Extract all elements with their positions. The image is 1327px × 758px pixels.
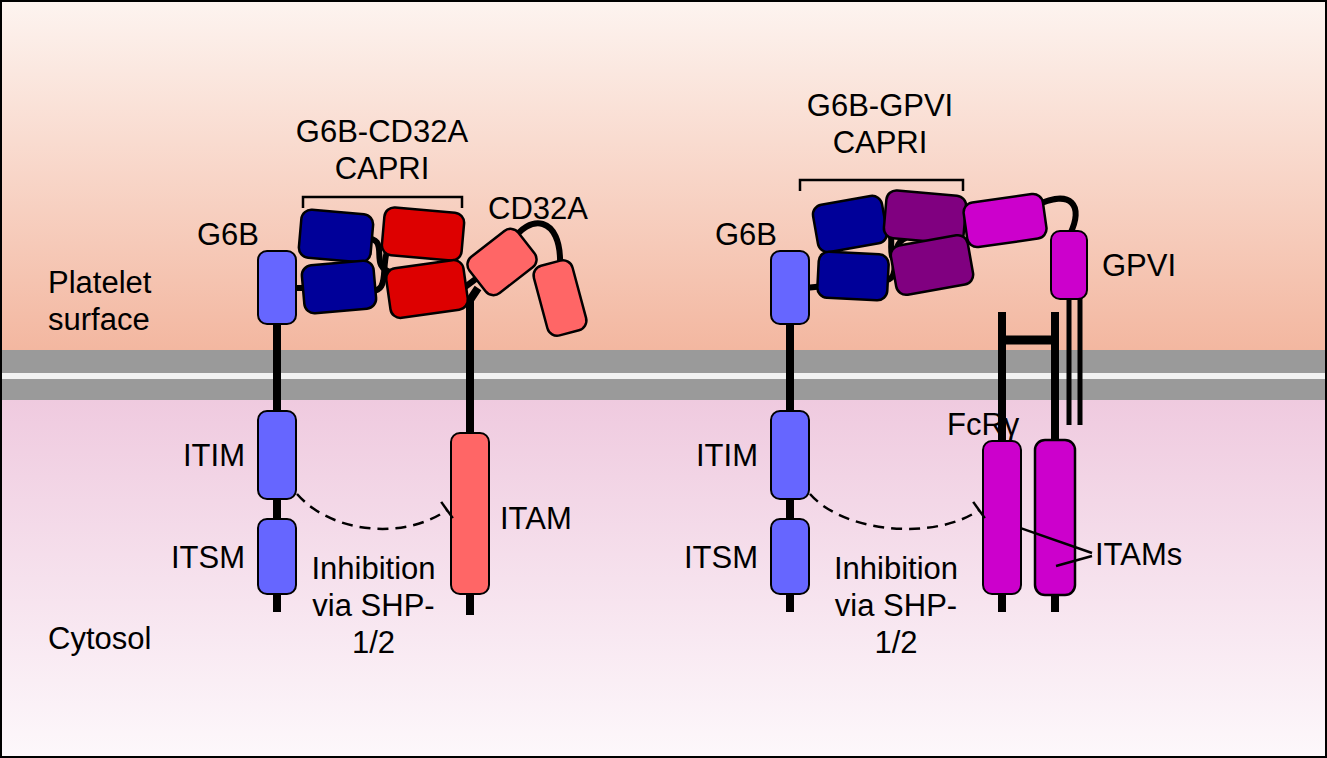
domain-label: ITSM (171, 538, 245, 575)
ig-domain (385, 259, 469, 319)
inhibition-curve (297, 494, 447, 529)
domain-label: ITIM (183, 437, 245, 474)
domain-label: G6B (715, 216, 777, 253)
inhibition-connector (810, 494, 985, 529)
ig-domain (298, 209, 374, 263)
itam-box: ITAM (450, 432, 490, 595)
domain-label: FcRγ (947, 406, 1019, 443)
domain-label: ITAMs (1095, 536, 1205, 573)
extracellular-region (0, 0, 1327, 351)
bracket (303, 197, 462, 208)
membrane-gap (0, 373, 1327, 379)
ig-domain (889, 234, 974, 297)
itim-box: ITIM (257, 410, 297, 500)
inhibition-curve (810, 494, 979, 529)
itam-box (1035, 440, 1075, 595)
itsm-box: ITSM (257, 518, 297, 595)
ig-domain (811, 194, 888, 253)
domain-outline (463, 225, 540, 299)
domain-label: GPVI (1102, 247, 1176, 284)
ig-domain (381, 207, 465, 262)
itim-box: ITIM (770, 410, 810, 500)
domain-label: CD32A (488, 190, 588, 227)
inhibition-connector (297, 494, 453, 529)
domain-label: ITAM (500, 500, 572, 537)
itsm-box: ITSM (770, 518, 810, 595)
complex-label: G6B-CD32A CAPRI (292, 113, 472, 187)
ig-domain (301, 260, 377, 314)
g6b-domain: G6B (770, 250, 810, 325)
ig-domain (962, 193, 1047, 249)
gpvi-domain: GPVI (1050, 230, 1088, 300)
complex-label: G6B-GPVI CAPRI (795, 87, 965, 161)
domain-label: ITSM (684, 538, 758, 575)
ig-domain (817, 251, 889, 301)
edge-label: Inhibition via SHP-1/2 (826, 550, 966, 661)
membrane (0, 350, 1327, 400)
itam-box: FcRγ (982, 440, 1022, 595)
domain-outline (466, 226, 538, 298)
ig-domain (531, 258, 588, 338)
g6b-domain: G6B (257, 250, 297, 325)
cytosol-region (0, 399, 1327, 758)
inhibition-bar (441, 502, 453, 518)
region-label: Platelet surface (48, 264, 188, 338)
bracket (800, 180, 963, 191)
leader-line (1056, 556, 1092, 566)
gpvi-stem (1078, 298, 1083, 425)
inhibition-bar (973, 502, 985, 518)
region-label: Cytosol (48, 620, 188, 657)
domain-label: G6B (197, 216, 259, 253)
edge-label: Inhibition via SHP-1/2 (304, 550, 444, 661)
disulfide-bond (1002, 336, 1055, 345)
domain-label: ITIM (696, 437, 758, 474)
gpvi-stem (1067, 298, 1072, 425)
cd32a-domain: CD32A (466, 226, 538, 298)
